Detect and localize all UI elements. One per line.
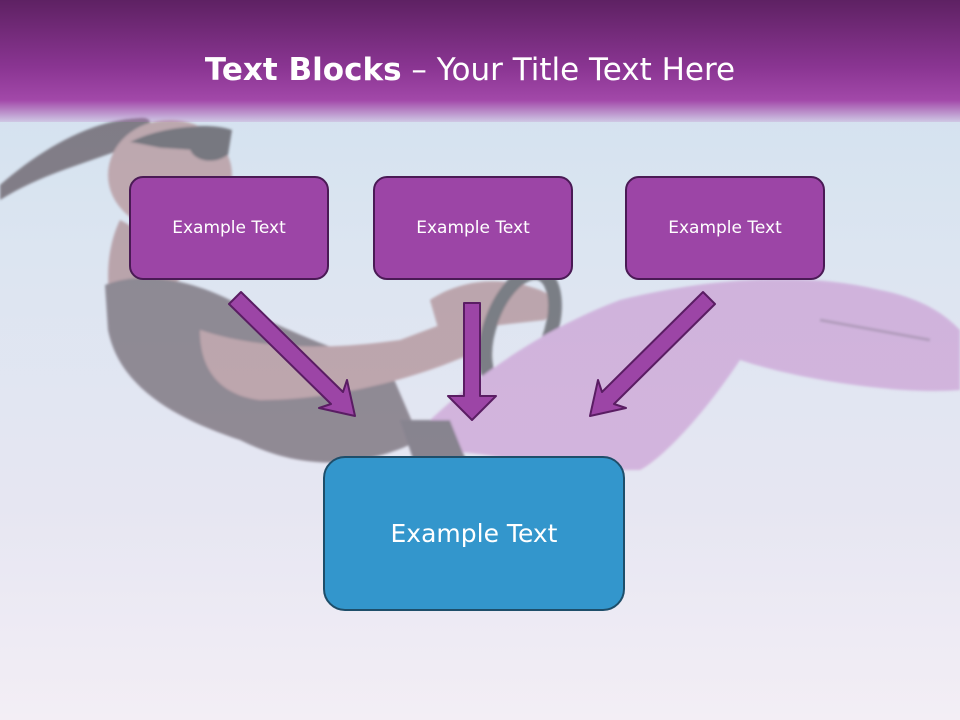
arrow-down-icon: [447, 302, 497, 421]
text-block-result[interactable]: Example Text: [323, 456, 625, 611]
text-block-result-label: Example Text: [390, 519, 558, 548]
title-rest: Your Title Text Here: [436, 52, 736, 88]
arrow-down-right-icon: [228, 291, 356, 417]
arrow-down-left-icon: [589, 291, 716, 417]
title-separator: –: [411, 52, 427, 88]
title-bar: [0, 0, 960, 122]
text-block-2-label: Example Text: [416, 218, 530, 238]
text-block-2[interactable]: Example Text: [373, 176, 573, 280]
text-block-1[interactable]: Example Text: [129, 176, 329, 280]
text-block-3[interactable]: Example Text: [625, 176, 825, 280]
text-block-3-label: Example Text: [668, 218, 782, 238]
slide-title: Text Blocks – Your Title Text Here: [0, 52, 940, 88]
title-bold: Text Blocks: [204, 52, 402, 88]
text-block-1-label: Example Text: [172, 218, 286, 238]
